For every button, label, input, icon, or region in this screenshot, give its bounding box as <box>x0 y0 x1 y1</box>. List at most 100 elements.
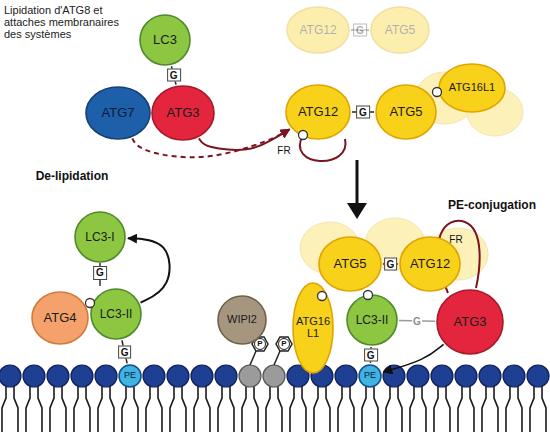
step-arrow <box>347 160 367 219</box>
node-text: ATG16 L1 <box>292 316 334 339</box>
phosphate-label: P <box>257 339 262 349</box>
node-text-box: ATG16 L1 <box>292 282 334 374</box>
protein-node: ATG16 L1 <box>292 282 334 374</box>
node-text: ATG3 <box>167 106 200 120</box>
node-text-box: LC3 <box>139 14 191 66</box>
bond-label: G <box>353 24 367 37</box>
protein-node: ATG5 <box>375 84 437 140</box>
protein-node: ATG12 <box>285 84 351 140</box>
node-text-box: ATG7 <box>85 86 151 140</box>
node-text-box: LC3-I <box>74 211 126 263</box>
node-shape <box>437 290 503 354</box>
node-shape <box>359 365 381 387</box>
node-text-box: ATG12 <box>286 6 350 54</box>
node-text: PE <box>124 371 136 380</box>
node-text-box: ATG5 <box>318 236 382 292</box>
node-text-box: WIPI2 <box>217 295 267 345</box>
node-text: LC3-I <box>85 231 114 244</box>
process-label: De-lipidation <box>36 169 109 183</box>
node-text: ATG5 <box>385 24 415 37</box>
protein-node: ATG5 <box>318 236 382 292</box>
node-text-box: LC3-II <box>346 294 398 346</box>
bond-label: G <box>384 258 398 271</box>
process-label: PE-conjugation <box>448 198 536 212</box>
node-text: ATG4 <box>44 311 77 325</box>
node-text-box: LC3-II <box>90 288 142 340</box>
bond-label: G <box>412 315 422 326</box>
node-text-box: ATG4 <box>31 291 89 345</box>
node-shape <box>347 295 397 345</box>
bond-label: G <box>167 69 181 82</box>
lipid-head: PE <box>358 364 382 388</box>
phosphate-label: P <box>281 339 286 349</box>
node-shape <box>218 296 266 344</box>
phosphate-circle <box>255 339 290 350</box>
protein-node: LC3-II <box>90 288 142 340</box>
node-shape <box>400 237 460 291</box>
node-text-box: PE <box>358 364 382 388</box>
node-shape <box>293 283 333 373</box>
diagram-title: Lipidation d'ATG8 et attaches membranair… <box>4 4 130 40</box>
protein-node: ATG3 <box>151 85 215 141</box>
connector <box>383 344 443 372</box>
protein-node: LC3-II <box>346 294 398 346</box>
node-shape <box>32 292 88 344</box>
node-text-box: ATG3 <box>436 289 504 355</box>
protein-node: ATG7 <box>85 86 151 140</box>
node-text: WIPI2 <box>227 314 257 326</box>
protein-node: ATG4 <box>31 291 89 345</box>
bond-label: G <box>118 345 132 358</box>
region-label: FR <box>449 234 462 246</box>
node-shape <box>439 64 505 112</box>
node-shape <box>152 86 214 140</box>
node-shape <box>371 7 429 53</box>
connector <box>199 129 290 150</box>
node-text: ATG7 <box>102 106 135 120</box>
node-text: ATG5 <box>334 257 367 271</box>
protein-node: WIPI2 <box>217 295 267 345</box>
protein-node: ATG5 <box>370 6 430 54</box>
node-text: LC3-II <box>100 308 133 321</box>
node-text: ATG12 <box>298 105 338 119</box>
node-shape <box>376 85 436 139</box>
node-shape <box>91 289 141 339</box>
node-text: PE <box>364 371 376 380</box>
node-shape <box>286 85 350 139</box>
bond-label: G <box>93 266 107 280</box>
bond-label: G <box>364 348 378 361</box>
node-text: LC3-II <box>356 314 389 327</box>
node-shape <box>287 7 349 53</box>
node-text: ATG5 <box>390 105 423 119</box>
region-label: FR <box>277 145 290 157</box>
node-text-box: PE <box>118 364 142 388</box>
protein-node: ATG3 <box>436 289 504 355</box>
node-text-box: ATG5 <box>370 6 430 54</box>
node-text: LC3 <box>153 33 177 47</box>
membrane <box>0 365 549 432</box>
node-shape <box>140 15 190 65</box>
protein-node: ATG16L1 <box>438 63 506 113</box>
node-shape <box>86 87 150 139</box>
connector <box>132 129 289 157</box>
node-text: ATG12 <box>410 257 450 271</box>
protein-node: LC3-I <box>74 211 126 263</box>
node-text: ATG12 <box>299 24 336 37</box>
node-shape <box>75 212 125 262</box>
node-shape <box>319 237 381 291</box>
connector <box>128 238 170 302</box>
inositol-ring <box>250 337 292 365</box>
node-text: ATG16L1 <box>449 82 495 94</box>
node-text-box: ATG3 <box>151 85 215 141</box>
node-shape <box>119 365 141 387</box>
node-text-box: ATG12 <box>285 84 351 140</box>
node-text: ATG3 <box>454 315 487 329</box>
protein-node: ATG12 <box>286 6 350 54</box>
node-text-box: ATG16L1 <box>438 63 506 113</box>
lipid-head: PE <box>118 364 142 388</box>
node-text-box: ATG5 <box>375 84 437 140</box>
bond-label: G <box>356 106 370 119</box>
